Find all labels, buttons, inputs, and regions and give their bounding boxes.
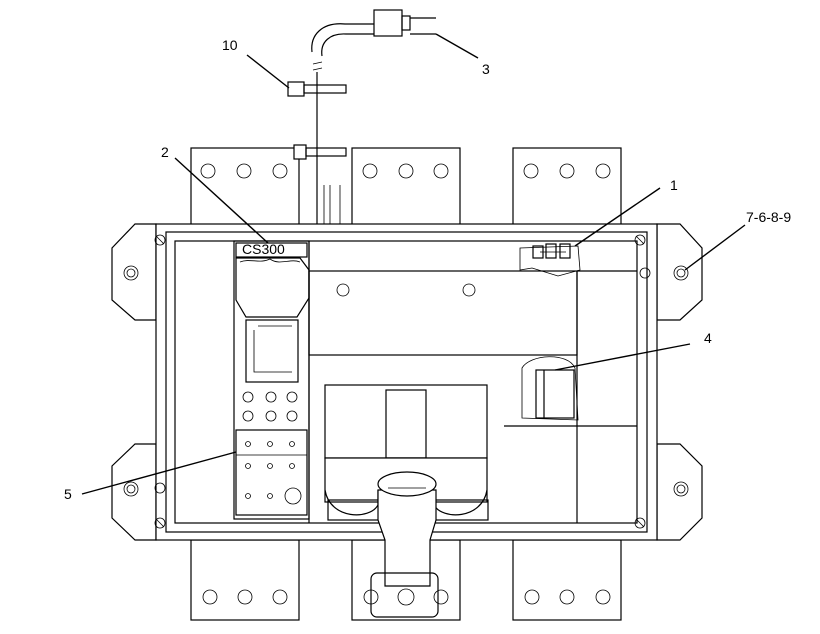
leader-4 xyxy=(554,343,691,371)
padlock-bracket xyxy=(370,572,439,618)
bottom-busbar-left xyxy=(190,539,300,621)
bracket-bottom-right xyxy=(656,443,703,541)
mounting-brackets xyxy=(111,223,703,541)
control-module-column: CS300 xyxy=(233,240,310,520)
top-busbar-right xyxy=(512,147,622,229)
top-busbar-center xyxy=(351,147,461,229)
callout-1: 1 xyxy=(670,177,678,193)
handle-knob xyxy=(377,471,437,497)
cable-connector xyxy=(373,9,403,37)
callout-2: 2 xyxy=(161,144,169,160)
bracket-top-left xyxy=(111,223,157,321)
leader-5 xyxy=(81,451,237,495)
callout-10: 10 xyxy=(222,37,238,53)
cable-gland-lower xyxy=(293,144,307,160)
bracket-top-right xyxy=(656,223,703,321)
trip-unit-cover xyxy=(235,257,310,318)
top-busbar-left xyxy=(190,147,300,229)
operating-mechanism xyxy=(324,384,489,618)
operating-handle xyxy=(377,489,437,587)
module-label: CS300 xyxy=(242,241,285,257)
bottom-busbar-right xyxy=(512,539,622,621)
terminal-block xyxy=(235,429,308,516)
callout-7-6-8-9: 7-6-8-9 xyxy=(746,209,791,225)
top-busbar-terminals xyxy=(190,147,622,229)
callout-labels: 10 3 2 1 7-6-8-9 4 5 xyxy=(64,37,791,502)
display-window xyxy=(245,319,299,383)
callout-5: 5 xyxy=(64,486,72,502)
leader-1 xyxy=(574,187,661,247)
cable-gland-upper xyxy=(287,81,305,97)
callout-4: 4 xyxy=(704,330,712,346)
leader-lines xyxy=(81,33,746,495)
auxiliary-connector xyxy=(519,243,581,277)
callout-3: 3 xyxy=(482,61,490,77)
leader-3 xyxy=(435,33,479,59)
leader-7-6-8-9 xyxy=(684,224,746,271)
leader-2 xyxy=(174,157,269,244)
mounting-screw-icon xyxy=(123,265,689,497)
cable-assembly xyxy=(287,9,436,224)
keypad-buttons xyxy=(242,391,298,422)
leader-10 xyxy=(246,54,290,89)
